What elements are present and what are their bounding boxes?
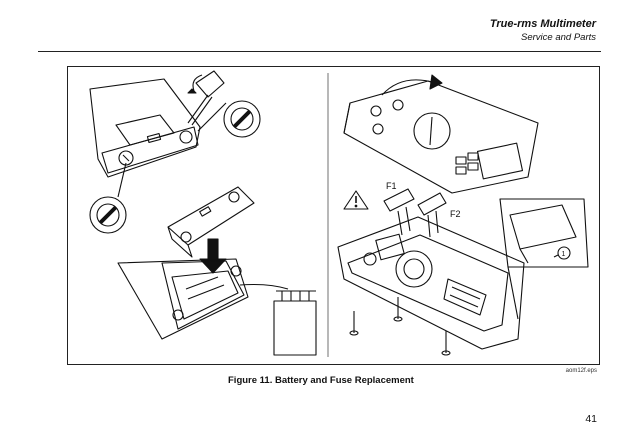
header-rule — [38, 51, 601, 52]
inset-detail — [499, 198, 589, 320]
figure-caption: Figure 11. Battery and Fuse Replacement — [228, 375, 414, 386]
battery-fuse-illustration: F1 F2 1 — [89, 70, 589, 357]
screw-icon — [349, 311, 359, 336]
fuse-f2 — [417, 192, 447, 238]
battery-door — [167, 186, 255, 258]
warning-icon — [343, 190, 369, 210]
page-number: 41 — [585, 413, 597, 425]
figure-frame: F1 F2 1 — [67, 66, 600, 365]
callout-1-label: 1 — [562, 251, 566, 258]
figure-file-ref: aom12f.eps — [565, 368, 597, 374]
battery-9v-icon — [239, 283, 317, 356]
meter-back-view — [89, 78, 201, 178]
fuse-f1 — [383, 188, 415, 236]
meter-base-open — [337, 216, 525, 350]
screw-detail-icon — [197, 100, 261, 138]
running-header-subtitle: Service and Parts — [521, 32, 596, 43]
running-header-title: True-rms Multimeter — [489, 18, 596, 30]
battery-compartment — [117, 258, 249, 340]
lift-arrow-icon — [381, 74, 443, 96]
meter-front-case — [343, 80, 539, 194]
fuse-f2-label: F2 — [450, 209, 461, 219]
screw-detail-icon — [89, 162, 127, 234]
screw-icon — [441, 331, 451, 356]
screwdriver-icon — [187, 70, 225, 126]
fuse-f1-label: F1 — [386, 181, 397, 191]
arrow-down-icon — [199, 238, 227, 274]
screw-icon — [393, 297, 403, 322]
